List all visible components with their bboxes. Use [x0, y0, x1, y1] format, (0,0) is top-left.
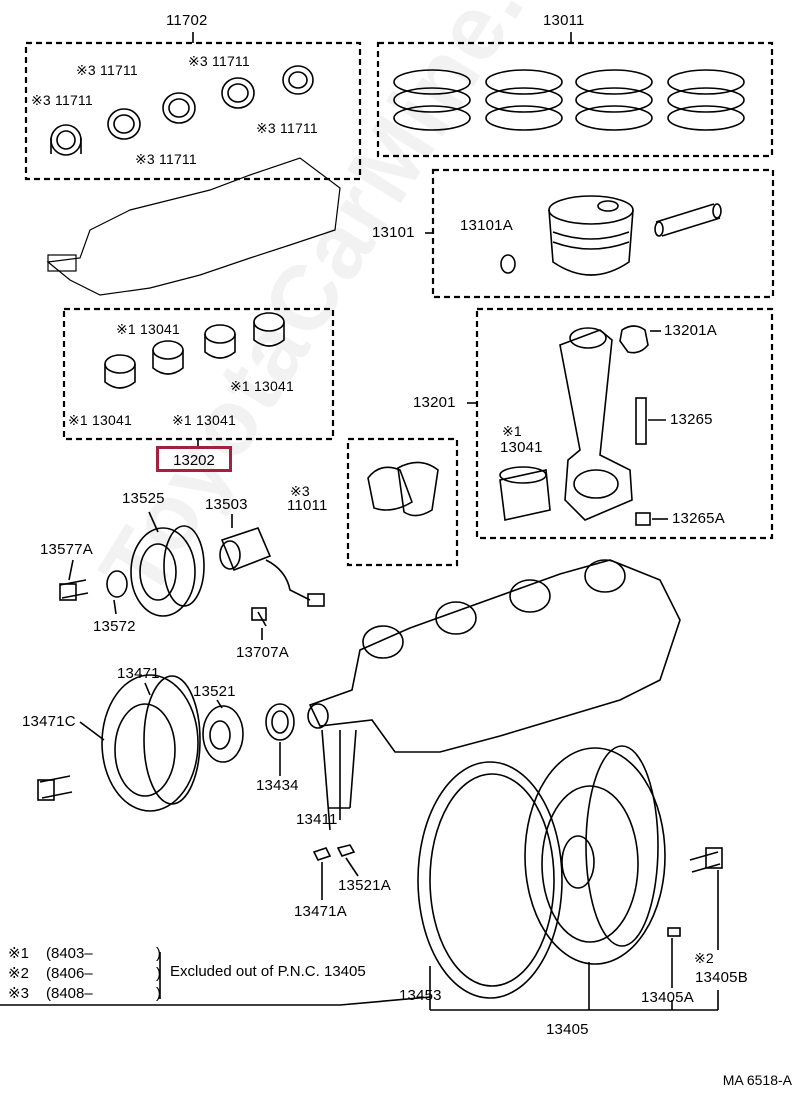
label-lower-bearing: ※1 13041 [116, 321, 180, 337]
label-piston-rings: 13011 [543, 12, 585, 29]
camshaft-timing-gear [59, 525, 205, 617]
label-upper-bearing: ※3 11711 [188, 53, 250, 69]
thrust-washer [367, 461, 439, 517]
label-crankshaft: 13411 [296, 811, 338, 828]
label-flywheel-pin: 13405A [641, 989, 694, 1006]
label-piston-set: 13101 [372, 224, 415, 241]
label-con-rod-nut: 13265A [672, 510, 725, 527]
label-con-rod-bushing: 13201A [664, 322, 717, 339]
label-upper-bearing: ※3 11711 [135, 151, 197, 167]
drawing-id: MA 6518-A [722, 1072, 792, 1088]
label-group-bearings-upper: 11702 [166, 12, 208, 29]
label-con-rod-group: 13202 [173, 452, 215, 469]
label-crank-bearing-sleeve: 13434 [256, 777, 299, 794]
label-con-rod-bolt: 13265 [670, 411, 713, 428]
label-sensor-bolt: 13707A [236, 644, 289, 661]
footnote-mark: ※2 [8, 965, 29, 982]
label-cam-gear-bolt: 13577A [40, 541, 93, 558]
footnote-date: (8406– [46, 965, 93, 982]
footnote-row: ※2 (8406– [8, 966, 102, 982]
label-upper-bearing: ※3 11711 [76, 62, 138, 78]
piston-rings [393, 69, 745, 131]
label-upper-bearing: ※3 11711 [31, 92, 93, 108]
piston [500, 195, 722, 276]
upper-bearing-shells [50, 65, 314, 156]
label-flywheel-bolt: 13405B [695, 969, 748, 986]
label-crank-pulley: 13471 [117, 665, 160, 682]
excluded-note: Excluded out of P.N.C. 13405 [170, 963, 366, 980]
label-crank-key-b: 13521A [338, 877, 391, 894]
group-box-con-rod [475, 307, 774, 540]
label-sensor: 13503 [205, 496, 248, 513]
group-box-piston-rings [376, 41, 774, 158]
label-thrust-washer: 11011 [287, 497, 328, 514]
flywheel-ring-gear [417, 761, 563, 999]
footnote-row: ※1 (8403– [8, 946, 102, 962]
label-flywheel: 13405 [546, 1021, 589, 1038]
footnote-close: ) [156, 965, 161, 982]
label-con-rod-bearing-mark: ※1 [502, 423, 522, 439]
label-lower-bearing: ※1 13041 [68, 412, 132, 428]
crankshaft-timing-gear [202, 703, 295, 763]
crankshaft-pulley [37, 674, 201, 812]
label-lower-bearing: ※1 13041 [230, 378, 294, 394]
footnote-close: ) [156, 945, 161, 962]
label-pulley-bolt: 13471C [22, 713, 76, 730]
footnote-mark: ※1 [8, 945, 29, 962]
lower-bearing-shells [104, 312, 285, 389]
footnote-row: ※3 (8408– [8, 986, 102, 1002]
label-cam-gear: 13525 [122, 490, 165, 507]
footnote-close: ) [156, 985, 161, 1002]
label-con-rod-bearing: 13041 [500, 439, 543, 456]
footnote-date: (8403– [46, 945, 93, 962]
label-crank-key-a: 13471A [294, 903, 347, 920]
label-upper-bearing: ※3 11711 [256, 120, 318, 136]
footnote-date: (8408– [46, 985, 93, 1002]
connecting-rod [499, 325, 651, 526]
label-flywheel-bolt-mark: ※2 [694, 950, 714, 966]
footnote-mark: ※3 [8, 985, 29, 1002]
crank-keys [312, 844, 356, 861]
label-ring-gear: 13453 [399, 987, 442, 1004]
crankshaft-ghost [46, 157, 341, 296]
label-lower-bearing: ※1 13041 [172, 412, 236, 428]
label-cam-gear-plate: 13572 [93, 618, 136, 635]
label-crank-timing-gear: 13521 [193, 683, 236, 700]
label-piston-clip: 13101A [460, 217, 513, 234]
crankshaft [307, 559, 681, 753]
label-con-rod: 13201 [413, 394, 456, 411]
group-box-upper-bearings [24, 41, 362, 181]
flywheel-bolt-and-pin [667, 847, 723, 937]
flywheel [524, 745, 666, 965]
crank-position-sensor [219, 527, 325, 627]
group-box-thrust-washer [346, 437, 459, 567]
highlighted-part-number[interactable]: 13202 [156, 446, 232, 472]
label-thrust-washer-mark: ※3 [290, 483, 310, 499]
